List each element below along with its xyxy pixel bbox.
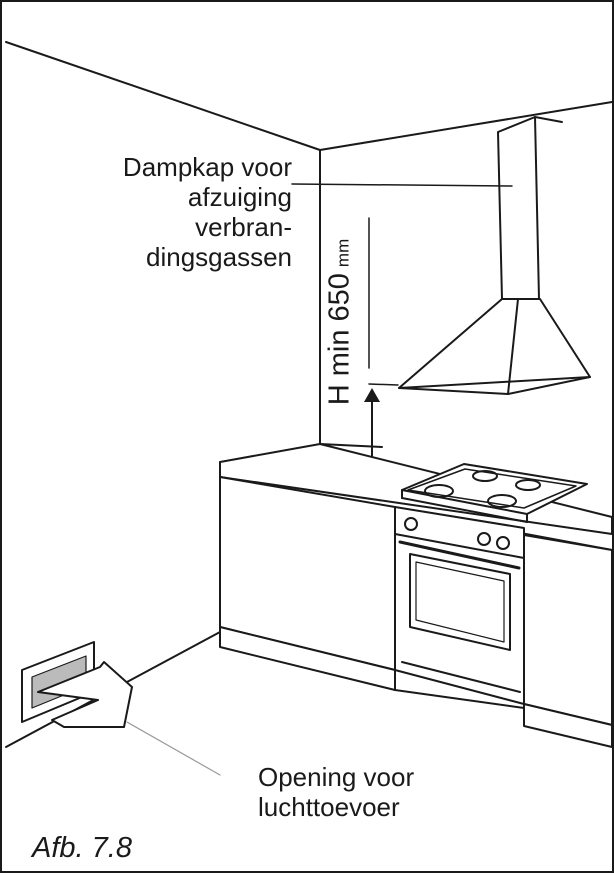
oven (394, 506, 525, 705)
opening-label-line-2: luchttoevoer (258, 792, 400, 822)
height-dimension (364, 217, 399, 484)
air-opening-vent (21, 641, 133, 728)
hood-label-line-2: afzuiging (187, 182, 292, 212)
hood-label-line-3: verbran- (195, 212, 292, 242)
hood-label-line-4: dingsgassen (146, 242, 292, 272)
hood-label: Dampkap voor afzuiging verbran- dingsgas… (62, 152, 292, 272)
range-hood (398, 116, 591, 395)
height-dimension-value: H min 650 (323, 273, 356, 406)
opening-label: Opening voor luchttoevoer (258, 762, 518, 822)
figure-caption: Afb. 7.8 (32, 832, 132, 864)
room-walls (5, 41, 613, 748)
hood-label-line-1: Dampkap voor (122, 152, 292, 182)
opening-leader-line (126, 721, 221, 776)
kitchen-cabinets (219, 476, 613, 748)
opening-label-line-1: Opening voor (258, 762, 415, 792)
hood-leader-line (291, 183, 513, 187)
gas-hob (401, 463, 588, 523)
height-dimension-unit: mm (333, 238, 353, 268)
